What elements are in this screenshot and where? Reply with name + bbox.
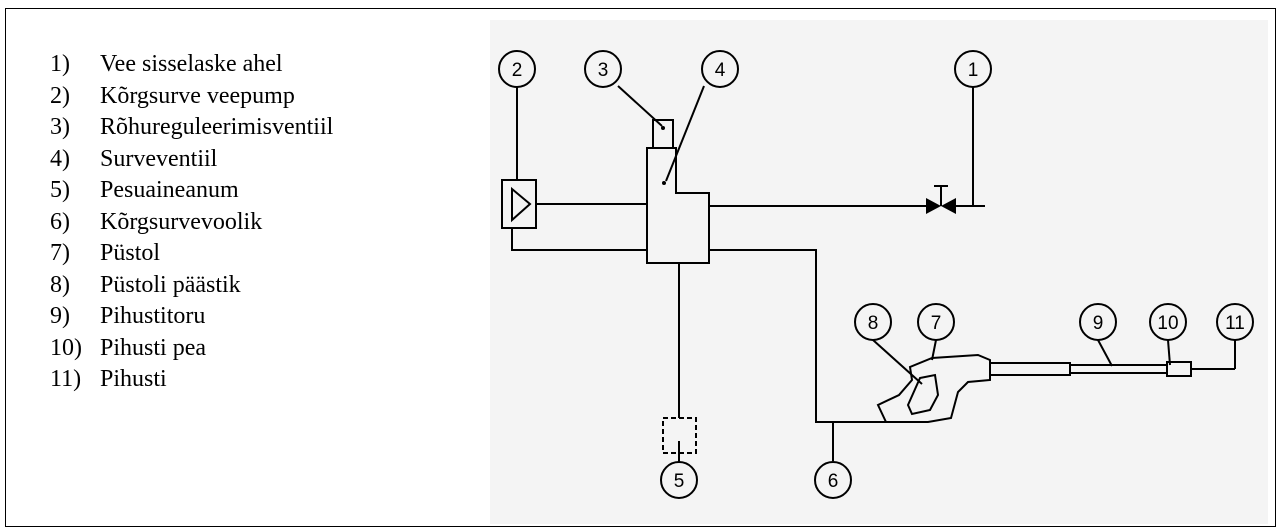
spray-lance [1069, 364, 1168, 374]
legend-label: Kõrgsurve veepump [100, 82, 295, 109]
valve-marker-dot [662, 181, 666, 185]
legend-item: 1) Vee sisselaske ahel [50, 52, 333, 84]
lance-grip [989, 362, 1071, 376]
leader-line [1097, 339, 1113, 367]
legend-label: Pesuaineanum [100, 177, 239, 203]
callout-1: 1 [954, 50, 992, 88]
legend-item: 6) Kõrgsurvevoolik [50, 210, 333, 242]
legend-label: Rõhureguleerimisventiil [100, 114, 334, 140]
legend-label: Pihusti [100, 366, 167, 392]
pump-triangle [511, 186, 532, 223]
legend-number: 2) [50, 82, 70, 109]
leader-line [931, 339, 937, 361]
callout-label: 4 [715, 60, 726, 81]
legend-number: 6) [50, 208, 70, 235]
legend-item: 10) Pihusti pea [50, 336, 333, 368]
callout-11: 11 [1216, 303, 1254, 341]
leader-line [872, 339, 923, 385]
callout-8: 8 [854, 303, 892, 341]
component-legend: 1) Vee sisselaske ahel 2) Kõrgsurve veepum… [50, 52, 333, 399]
legend-item: 2) Kõrgsurve veepump [50, 84, 333, 116]
regulator-marker-dot [661, 126, 665, 130]
callout-3: 3 [584, 50, 622, 88]
callout-4: 4 [701, 50, 739, 88]
legend-label: Vee sisselaske ahel [100, 51, 283, 77]
callout-label: 7 [931, 313, 942, 334]
legend-number: 1) [50, 51, 70, 77]
pump-return-pipe [511, 228, 647, 251]
legend-item: 5) Pesuaineanum [50, 178, 333, 210]
legend-label: Pihustitoru [100, 303, 206, 329]
legend-label: Surveventiil [100, 145, 218, 172]
callout-label: 5 [674, 471, 685, 492]
legend-number: 11) [50, 366, 82, 392]
leader-line [617, 85, 663, 127]
callout-label: 1 [968, 60, 979, 81]
legend-number: 5) [50, 177, 70, 203]
inlet-valve-left [926, 198, 941, 214]
callout-label: 6 [828, 471, 839, 492]
callout-label: 3 [598, 60, 609, 81]
legend-item: 11) Pihusti [50, 367, 333, 399]
callout-label: 11 [1225, 313, 1245, 334]
legend-number: 7) [50, 240, 70, 266]
callout-label: 10 [1157, 313, 1178, 334]
callout-9: 9 [1079, 303, 1117, 341]
callout-2: 2 [498, 50, 536, 180]
legend-label: Kõrgsurvevoolik [100, 208, 263, 235]
gun-trigger [906, 373, 940, 416]
diagram-background [490, 20, 1268, 524]
legend-item: 4) Surveventiil [50, 147, 333, 179]
legend-number: 9) [50, 303, 70, 329]
callout-label: 9 [1093, 313, 1104, 334]
callout-6: 6 [814, 461, 852, 499]
legend-number: 8) [50, 271, 70, 298]
legend-number: 4) [50, 145, 70, 172]
callout-label: 8 [868, 313, 879, 334]
legend-label: Püstol [100, 240, 161, 266]
callout-label: 2 [512, 60, 523, 81]
callout-5: 5 [660, 461, 698, 499]
legend-item: 9) Pihustitoru [50, 304, 333, 336]
legend-item: 3) Rõhureguleerimisventiil [50, 115, 333, 147]
legend-item: 7) Püstol [50, 241, 333, 273]
inlet-valve-right [941, 198, 956, 214]
legend-label: Püstoli päästik [100, 271, 241, 298]
legend-label: Pihusti pea [100, 334, 206, 361]
pressure-valve-block [646, 147, 710, 264]
high-pressure-hose [709, 249, 886, 423]
leader-line [1167, 339, 1171, 366]
callout-10: 10 [1149, 303, 1187, 341]
spray-gun-body [876, 353, 991, 423]
legend-item: 8) Püstoli päästik [50, 273, 333, 305]
leader-line [665, 85, 705, 182]
regulating-valve [652, 119, 674, 149]
callout-7: 7 [917, 303, 955, 341]
legend-number: 10) [50, 334, 82, 361]
legend-number: 3) [50, 114, 70, 140]
